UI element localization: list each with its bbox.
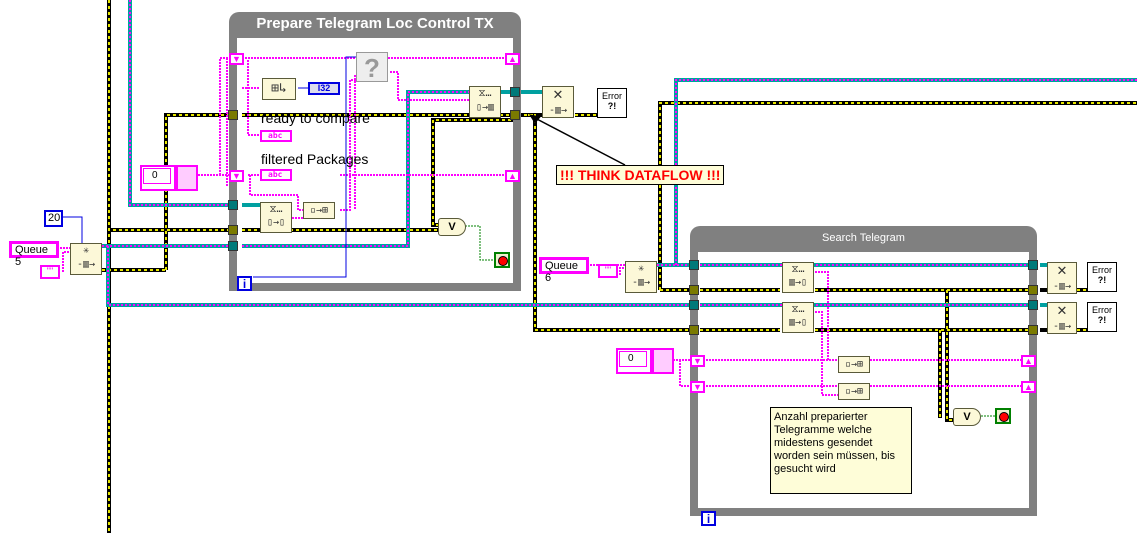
error-symbol: ?! bbox=[607, 101, 617, 111]
ready-to-compare-indicator[interactable]: abc bbox=[260, 130, 292, 142]
error-text: Error bbox=[1092, 305, 1112, 315]
dataflow-arrow bbox=[532, 116, 626, 166]
stop-condition[interactable] bbox=[995, 408, 1011, 424]
while-loop-search-telegram[interactable]: Search Telegram i bbox=[690, 226, 1037, 526]
queue-tunnel bbox=[689, 300, 699, 310]
queue-6-name-constant[interactable]: Queue 6 bbox=[539, 257, 589, 284]
error-tunnel bbox=[1028, 285, 1038, 295]
error-tunnel bbox=[228, 110, 238, 120]
error-tunnel bbox=[689, 325, 699, 335]
array-constant-2[interactable]: 0 bbox=[616, 348, 674, 374]
queue-tunnel bbox=[1028, 260, 1038, 270]
array-index-display[interactable]: 0 bbox=[619, 351, 647, 367]
or-gate[interactable]: V bbox=[953, 408, 981, 426]
loop-title: Search Telegram bbox=[822, 232, 905, 244]
error-symbol: ?! bbox=[1097, 315, 1107, 325]
dequeue-element-node[interactable]: ⧖…▥→▯ bbox=[782, 302, 814, 333]
obtain-queue-5-node[interactable]: ✳-▥→ bbox=[70, 243, 102, 275]
string-wires bbox=[60, 57, 1022, 396]
while-loop-prepare-telegram[interactable]: Prepare Telegram Loc Control TX i bbox=[229, 12, 521, 291]
release-queue-node[interactable]: ✕-▥→ bbox=[1047, 302, 1077, 334]
error-handler-simple[interactable]: Error?! bbox=[1087, 262, 1117, 292]
array-element[interactable] bbox=[652, 348, 674, 374]
release-queue-node[interactable]: ✕-▥→ bbox=[542, 86, 574, 118]
array-element[interactable] bbox=[176, 165, 198, 191]
case-structure-unknown[interactable]: ? bbox=[356, 52, 388, 83]
shift-register-right[interactable]: ▲ bbox=[1021, 355, 1036, 367]
or-gate[interactable]: V bbox=[438, 218, 466, 236]
array-index-display[interactable]: 0 bbox=[143, 168, 171, 184]
label-ready-to-compare: ready to compare bbox=[261, 110, 370, 126]
shift-register-right[interactable]: ▲ bbox=[1021, 381, 1036, 393]
flush-queue-node[interactable]: ⧖…▯→▥ bbox=[469, 86, 501, 118]
comment-box: Anzahl preparierter Telegramme welche mi… bbox=[770, 407, 912, 494]
queue-tunnel bbox=[228, 241, 238, 251]
error-text: Error bbox=[1092, 265, 1112, 275]
shift-register-left[interactable]: ▼ bbox=[690, 355, 705, 367]
dequeue-element-node[interactable]: ⧖…▯→▯ bbox=[260, 202, 292, 233]
stop-condition[interactable] bbox=[494, 252, 510, 268]
error-tunnel bbox=[510, 110, 520, 120]
build-array-node[interactable]: ▫→⊞ bbox=[838, 383, 870, 400]
iteration-terminal: i bbox=[701, 511, 716, 526]
loop-title: Prepare Telegram Loc Control TX bbox=[256, 15, 494, 32]
empty-string-constant[interactable]: "" bbox=[598, 264, 618, 278]
shift-register-left[interactable]: ▼ bbox=[229, 53, 244, 65]
shift-register-left[interactable]: ▼ bbox=[229, 170, 244, 182]
filtered-packages-indicator[interactable]: abc bbox=[260, 169, 292, 181]
array-subset-node[interactable]: ⊞↳ bbox=[262, 78, 296, 100]
build-array-node[interactable]: ▫→⊞ bbox=[838, 356, 870, 373]
queue-tunnel bbox=[689, 260, 699, 270]
array-constant-1[interactable]: 0 bbox=[140, 165, 198, 191]
error-tunnel bbox=[1028, 325, 1038, 335]
queue-tunnel bbox=[228, 200, 238, 210]
error-symbol: ?! bbox=[1097, 275, 1107, 285]
label-filtered-packages: filtered Packages bbox=[261, 151, 369, 167]
error-handler-simple[interactable]: Error?! bbox=[597, 88, 627, 118]
shift-register-right[interactable]: ▲ bbox=[505, 53, 520, 65]
queue-ref-wires-core bbox=[102, 0, 1137, 306]
think-dataflow-annotation: !!! THINK DATAFLOW !!! bbox=[556, 165, 725, 185]
shift-register-right[interactable]: ▲ bbox=[505, 170, 520, 182]
build-array-node[interactable]: ▫→⊞ bbox=[303, 202, 335, 219]
release-queue-node[interactable]: ✕-▥→ bbox=[1047, 262, 1077, 294]
queue-5-name-constant[interactable]: Queue 5 bbox=[9, 241, 59, 268]
queue-tunnel bbox=[1028, 300, 1038, 310]
dequeue-element-node[interactable]: ⧖…▥→▯ bbox=[782, 262, 814, 293]
queue-tunnel bbox=[510, 87, 520, 97]
error-handler-simple[interactable]: Error?! bbox=[1087, 302, 1117, 332]
obtain-queue-6-node[interactable]: ✳-▥→ bbox=[625, 261, 657, 293]
iteration-terminal: i bbox=[237, 276, 252, 291]
error-text: Error bbox=[602, 91, 622, 101]
error-tunnel bbox=[689, 285, 699, 295]
shift-register-left[interactable]: ▼ bbox=[690, 381, 705, 393]
empty-string-constant[interactable]: "" bbox=[40, 265, 60, 279]
error-tunnel bbox=[228, 225, 238, 235]
i32-type-indicator: I32 bbox=[308, 82, 340, 95]
max-queue-size-constant[interactable]: 20 bbox=[44, 210, 63, 227]
